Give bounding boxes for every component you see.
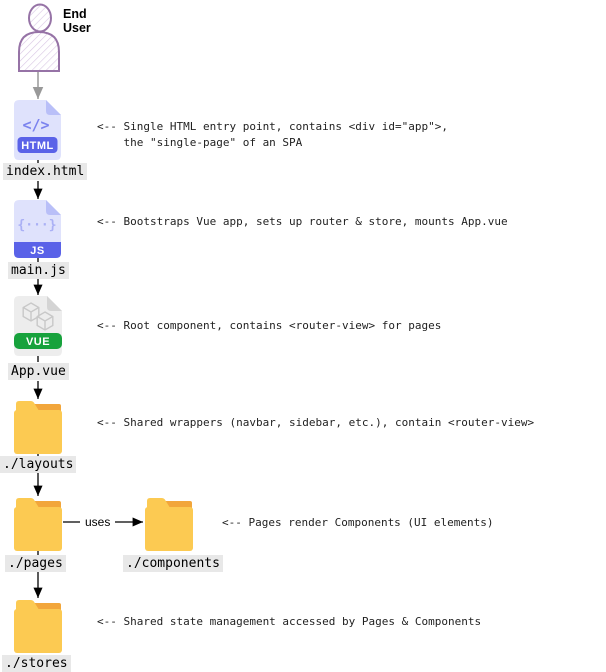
stores-label: ./stores <box>2 655 71 672</box>
braces-glyph: {···} <box>17 218 56 233</box>
html-badge: HTML <box>21 140 54 152</box>
folder-icon-pages <box>14 498 62 551</box>
end-user-icon <box>18 3 60 72</box>
components-label: ./components <box>123 555 223 572</box>
layouts-label: ./layouts <box>0 456 77 473</box>
main-js-annotation: <-- Bootstraps Vue app, sets up router &… <box>97 215 508 228</box>
js-badge: JS <box>30 245 44 257</box>
vue-file-icon: VUE <box>14 296 62 356</box>
folder-icon-layouts <box>14 401 62 454</box>
vue-badge: VUE <box>26 336 50 348</box>
folder-icon-stores <box>14 600 62 653</box>
pages-label: ./pages <box>5 555 66 572</box>
code-glyph: </> <box>22 116 49 134</box>
uses-edge-label: uses <box>80 514 116 530</box>
stores-annotation: <-- Shared state management accessed by … <box>97 615 482 628</box>
app-vue-annotation: <-- Root component, contains <router-vie… <box>97 319 442 332</box>
layouts-annotation: <-- Shared wrappers (navbar, sidebar, et… <box>97 416 535 429</box>
html-file-icon: </> HTML <box>14 100 61 160</box>
index-html-label: index.html <box>3 163 88 180</box>
main-js-label: main.js <box>8 262 69 279</box>
folder-icon-components <box>145 498 193 551</box>
app-vue-label: App.vue <box>8 363 69 380</box>
pages-annotation: <-- Pages render Components (UI elements… <box>222 516 494 529</box>
cubes-glyph <box>22 302 54 331</box>
js-file-icon: {···} JS <box>14 200 61 258</box>
index-html-annotation: <-- Single HTML entry point, contains <d… <box>97 120 448 149</box>
end-user-label: End User <box>63 7 91 35</box>
